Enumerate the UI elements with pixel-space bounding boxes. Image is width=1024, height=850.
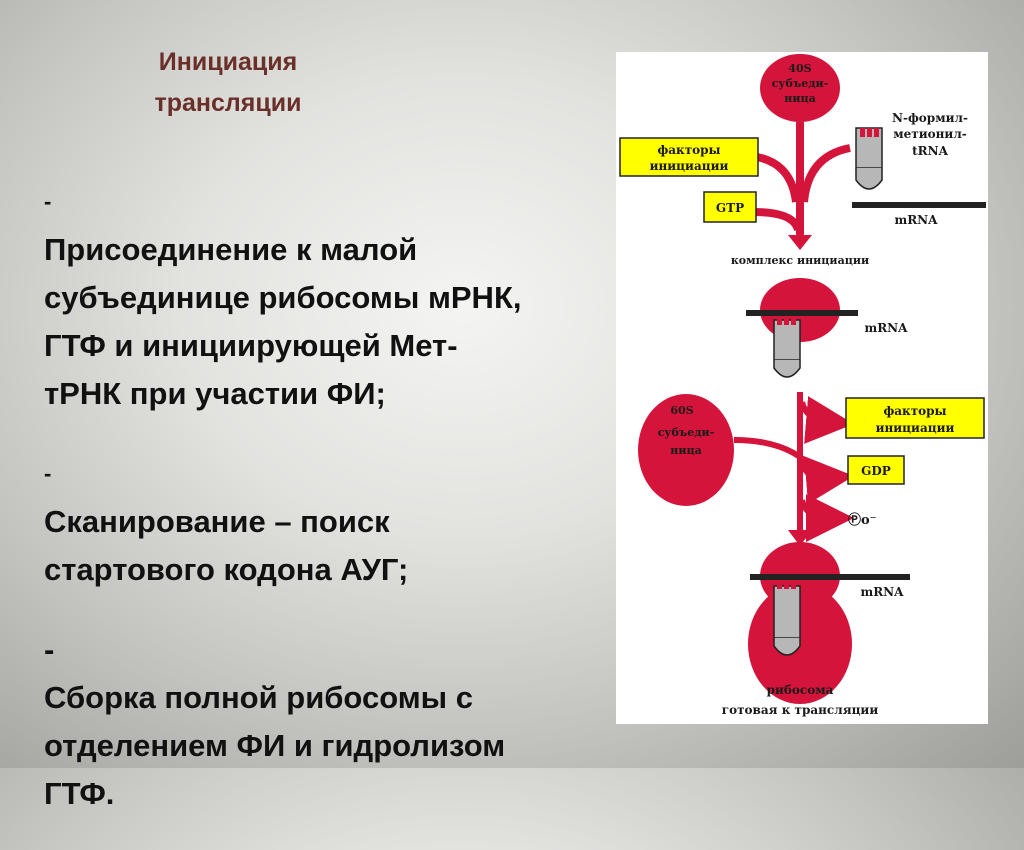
svg-text:tRNA: tRNA bbox=[912, 144, 948, 158]
svg-text:субъеди-: субъеди- bbox=[772, 77, 829, 90]
svg-text:GTP: GTP bbox=[716, 201, 744, 215]
initiation-factors-box-2: факторы инициации bbox=[845, 397, 985, 439]
bullet-3-line-1: - Сборка полной рибосомы с bbox=[44, 632, 473, 715]
trna-label: N-формил- метионил- tRNA bbox=[892, 111, 968, 158]
bullet-1-line-2: субъединице рибосомы мРНК, bbox=[44, 280, 522, 315]
svg-text:60S: 60S bbox=[670, 404, 693, 417]
converging-arrows-top bbox=[749, 122, 851, 237]
trna-tube-icon bbox=[855, 127, 883, 190]
bullet-2-line-1: - Сканирование – поиск bbox=[44, 450, 604, 546]
bullet-1-line-3: ГТФ и инициирующей Мет- bbox=[44, 328, 458, 363]
branching-arrows-bottom bbox=[733, 392, 854, 542]
svg-text:GDP: GDP bbox=[861, 464, 891, 478]
ready-ribosome-label: рибосома готовая к трансляции bbox=[722, 683, 879, 717]
svg-text:метионил-: метионил- bbox=[893, 127, 967, 141]
gtp-box: GTP bbox=[703, 191, 757, 223]
mrna-strand-1 bbox=[852, 202, 986, 208]
bullet-item-3: - Сборка полной рибосомы с отделением ФИ… bbox=[44, 626, 604, 818]
bullet-dash: - bbox=[44, 189, 52, 214]
gdp-box: GDP bbox=[847, 455, 905, 485]
bullet-dash: - bbox=[44, 461, 52, 486]
svg-text:рибосома: рибосома bbox=[767, 683, 834, 697]
bullet-item-1: - Присоединение к малой субъединице рибо… bbox=[44, 178, 604, 418]
bullet-item-2: - Сканирование – поиск стартового кодона… bbox=[44, 450, 604, 594]
slide-title: Инициация трансляции bbox=[118, 42, 338, 124]
diagram-svg: 40S субъеди- ница факторы инициации GTP bbox=[619, 54, 986, 717]
svg-text:готовая к трансляции: готовая к трансляции bbox=[722, 703, 879, 717]
mrna-label-2: mRNA bbox=[865, 321, 909, 335]
bullet-list: - Присоединение к малой субъединице рибо… bbox=[44, 178, 604, 850]
bullet-1-line-4: тРНК при участии ФИ; bbox=[44, 376, 386, 411]
slide-title-line-1: Инициация bbox=[158, 48, 298, 76]
large-subunit-60s: 60S субъеди- ница bbox=[638, 394, 734, 506]
bullet-3-line-2: отделением ФИ и гидролизом bbox=[44, 728, 506, 763]
svg-text:N-формил-: N-формил- bbox=[892, 111, 968, 125]
initiation-factors-box: факторы инициации bbox=[619, 137, 759, 177]
bullet-1-line-1: - Присоединение к малой bbox=[44, 178, 604, 274]
mrna-label-3: mRNA bbox=[861, 585, 905, 599]
svg-text:40S: 40S bbox=[788, 62, 811, 75]
svg-text:ница: ница bbox=[784, 92, 815, 105]
complete-ribosome bbox=[748, 542, 910, 704]
initiation-complex-label: комплекс инициации bbox=[731, 254, 869, 267]
svg-text:субъеди-: субъеди- bbox=[658, 426, 715, 439]
flow-arrowhead bbox=[788, 235, 812, 250]
flow-arrowhead-2 bbox=[788, 530, 812, 546]
svg-text:факторы: факторы bbox=[657, 143, 720, 157]
bullet-3-line-3: ГТФ. bbox=[44, 776, 115, 811]
mrna-label-1: mRNA bbox=[895, 213, 939, 227]
small-subunit-40s: 40S субъеди- ница bbox=[760, 54, 840, 122]
bullet-2-line-2: стартового кодона АУГ; bbox=[44, 552, 409, 587]
translation-initiation-diagram: 40S субъеди- ница факторы инициации GTP bbox=[616, 52, 988, 724]
svg-text:инициации: инициации bbox=[876, 421, 955, 435]
svg-text:ница: ница bbox=[670, 444, 701, 457]
svg-text:факторы: факторы bbox=[883, 404, 946, 418]
initiation-complex bbox=[746, 278, 858, 378]
svg-text:инициации: инициации bbox=[650, 159, 729, 173]
slide-title-line-2: трансляции bbox=[154, 89, 302, 117]
phosphate-label: Ⓟᴏ⁻ bbox=[848, 512, 877, 528]
